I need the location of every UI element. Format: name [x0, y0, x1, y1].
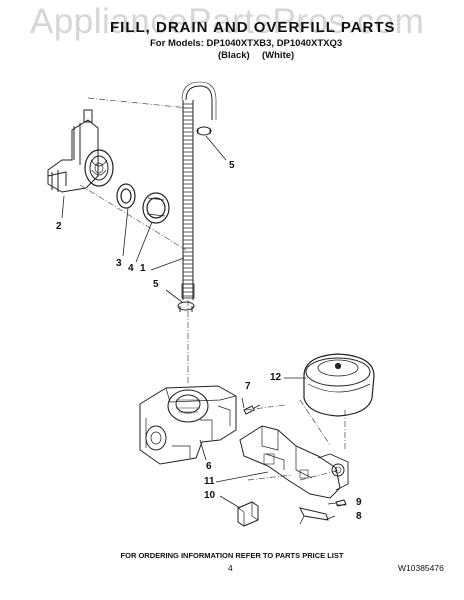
motor-mount-bracket — [239, 425, 349, 499]
callout-1: 1 — [140, 263, 146, 274]
callout-7: 7 — [245, 381, 251, 392]
callout-5-bottom: 5 — [153, 279, 159, 290]
callout-3: 3 — [116, 258, 122, 269]
callout-2: 2 — [56, 221, 62, 232]
callout-12: 12 — [270, 372, 282, 383]
overfill-float — [303, 353, 375, 417]
hose-clamp-top — [196, 126, 212, 136]
callout-4: 4 — [128, 263, 134, 274]
page-title: FILL, DRAIN AND OVERFILL PARTS — [110, 19, 396, 36]
callout-5-top: 5 — [229, 160, 235, 171]
page-number: 4 — [228, 563, 233, 573]
model-list: For Models: DP1040XTXB3, DP1040XTXQ3 — [150, 38, 343, 49]
hose-clamp-bottom — [177, 301, 195, 312]
watermark: AppliancePartsPros.com — [30, 2, 425, 41]
drain-hose — [181, 81, 217, 300]
color-black-label: (Black) — [218, 50, 250, 61]
pump-motor-assembly — [139, 385, 237, 465]
callout-9: 9 — [356, 497, 362, 508]
callout-11: 11 — [204, 476, 215, 487]
reference-lines — [79, 97, 346, 481]
callout-10: 10 — [204, 490, 216, 501]
screw — [243, 404, 261, 415]
float-switch — [237, 501, 259, 527]
ordering-note: FOR ORDERING INFORMATION REFER TO PARTS … — [120, 551, 344, 560]
cap — [142, 192, 170, 224]
float-switch-lever — [299, 507, 329, 525]
fill-funnel-bracket — [47, 109, 114, 193]
callout-leaders — [61, 135, 346, 521]
callout-6: 6 — [206, 461, 212, 472]
callout-8: 8 — [356, 511, 362, 522]
document-part-number: W10385476 — [398, 563, 444, 573]
color-white-label: (White) — [262, 50, 295, 61]
ring — [116, 183, 136, 209]
